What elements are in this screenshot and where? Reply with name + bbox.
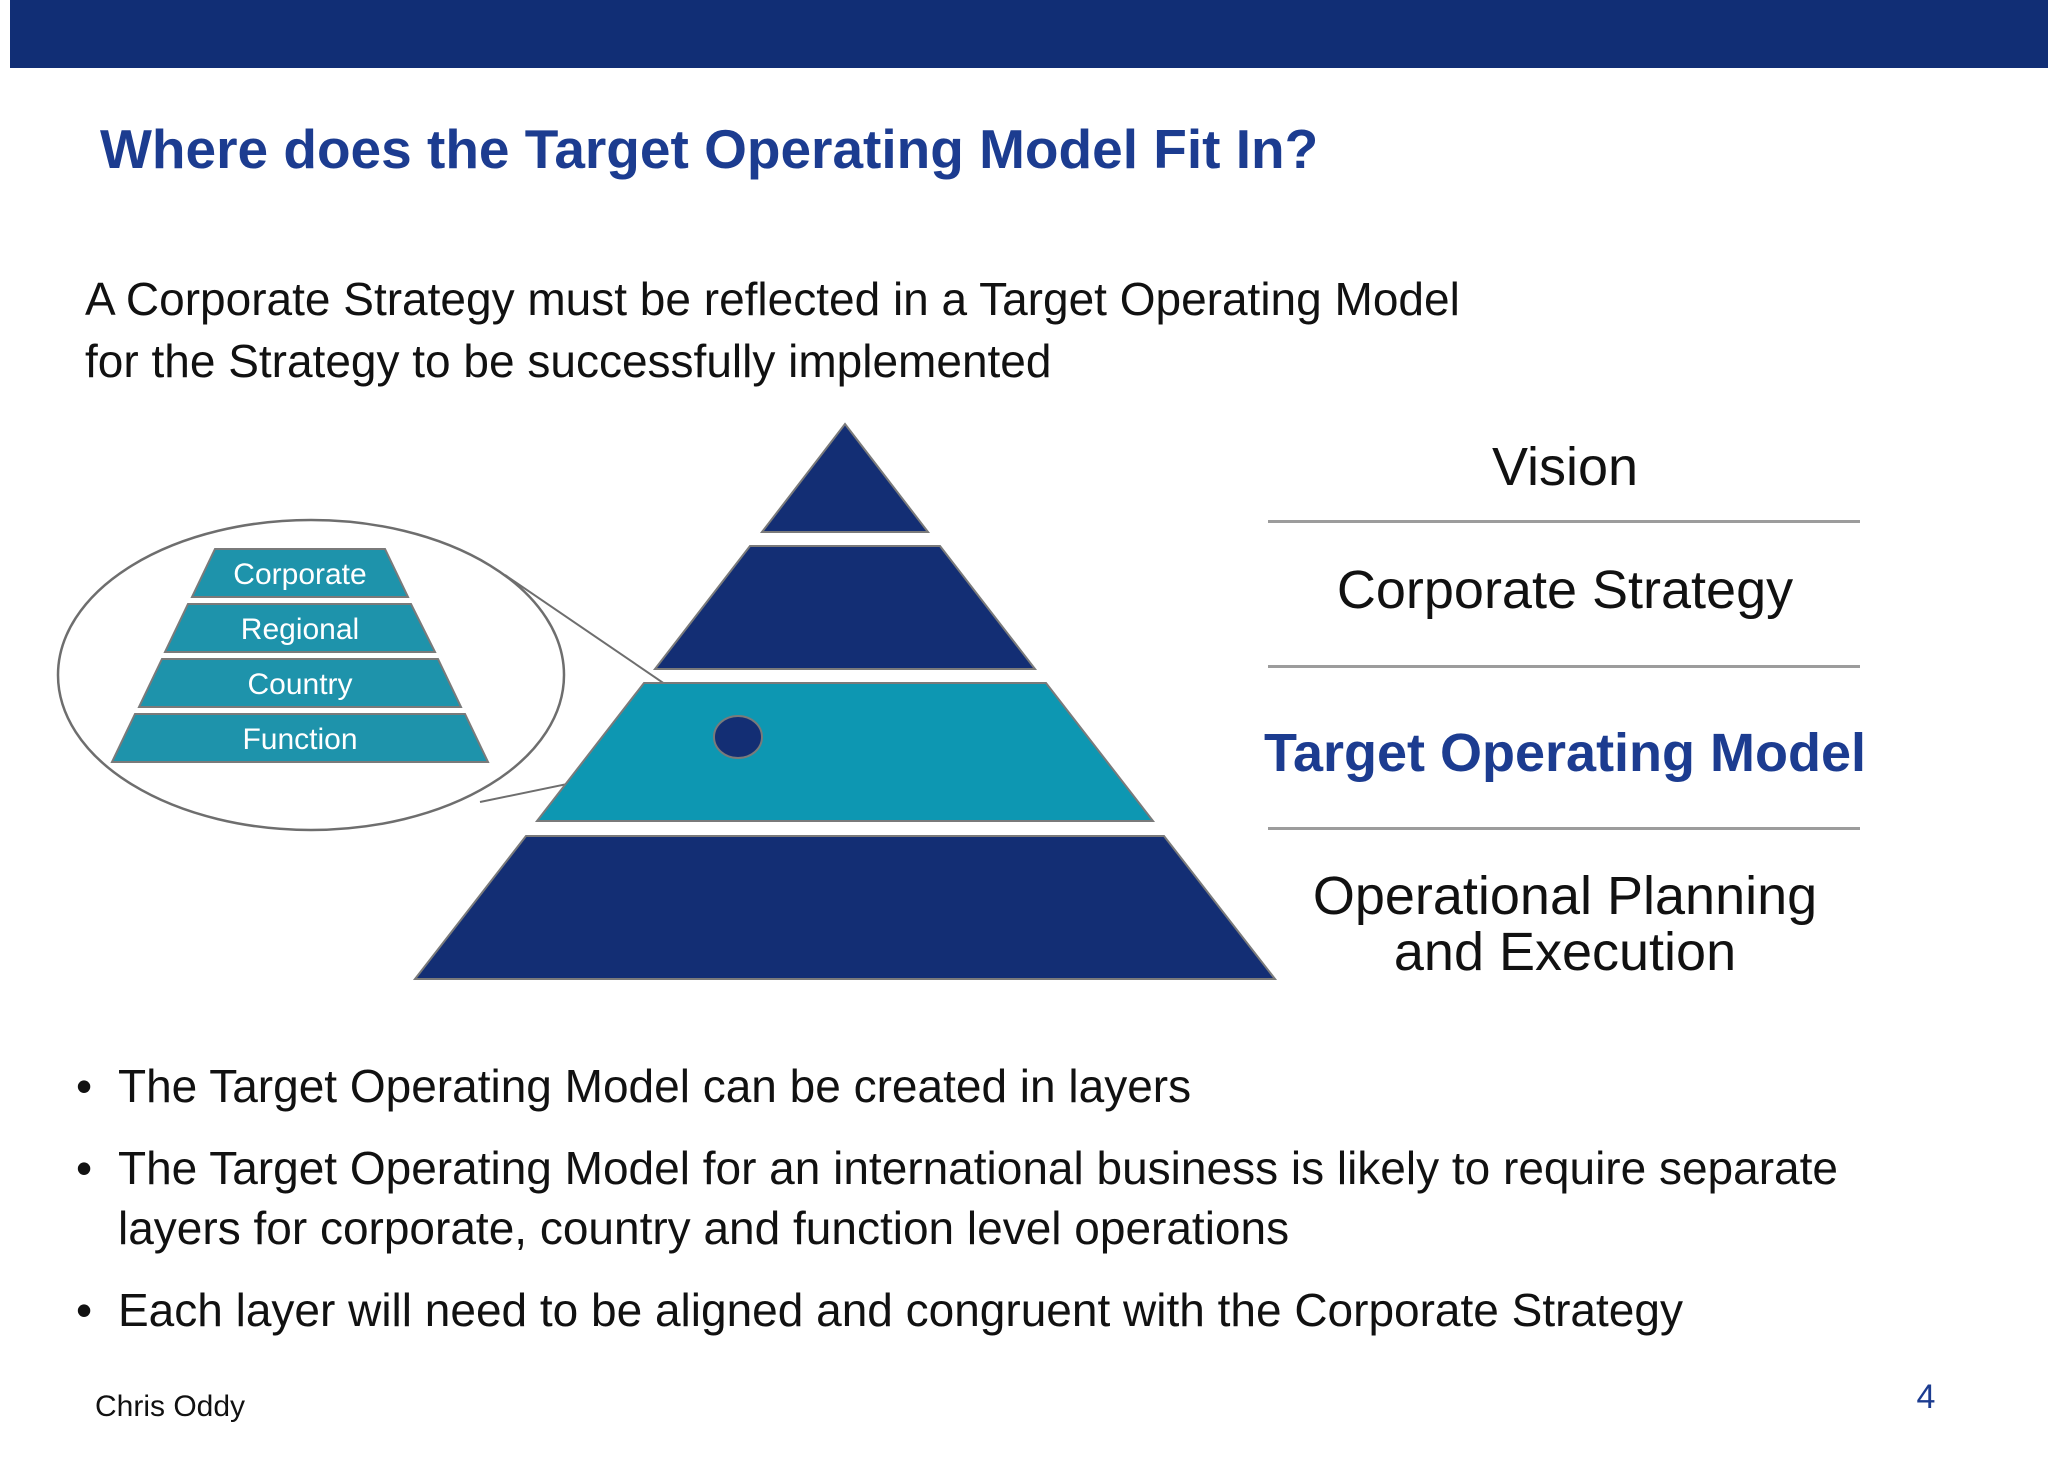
footer-author: Chris Oddy bbox=[95, 1390, 246, 1423]
level-label-vision: Vision bbox=[1491, 437, 1639, 497]
pyramid-level-operational-planning bbox=[412, 835, 1278, 980]
mini-layer-country-label: Country bbox=[247, 668, 352, 701]
separator-line bbox=[1268, 827, 1860, 830]
bullet-item: The Target Operating Model can be create… bbox=[70, 1056, 1900, 1116]
mini-layer-regional bbox=[163, 603, 437, 653]
mini-layer-function-label: Function bbox=[242, 723, 357, 756]
separator-line bbox=[1268, 665, 1860, 668]
bullet-item: The Target Operating Model for an intern… bbox=[70, 1138, 1900, 1258]
bullet-list: The Target Operating Model can be create… bbox=[70, 1056, 1900, 1362]
header-bar bbox=[10, 0, 2048, 68]
magnifier-ellipse bbox=[56, 518, 566, 832]
slide-title: Where does the Target Operating Model Fi… bbox=[100, 117, 1319, 180]
separator-line bbox=[1268, 520, 1860, 523]
intro-text: A Corporate Strategy must be reflected i… bbox=[85, 273, 1460, 388]
mini-layer-corporate-label: Corporate bbox=[233, 558, 366, 591]
pyramid-level-vision bbox=[759, 422, 931, 533]
pyramid-level-target-operating-model bbox=[534, 682, 1156, 822]
mini-layer-country bbox=[137, 658, 463, 708]
level-label-target-operating-model: Target Operating Model bbox=[1263, 723, 1867, 783]
pyramid-level-corporate-strategy bbox=[652, 545, 1038, 670]
mini-layer-corporate bbox=[190, 548, 410, 598]
page-number: 4 bbox=[1916, 1378, 1936, 1416]
level-label-operational-planning: Operational Planning and Execution bbox=[1312, 866, 1818, 982]
mini-layer-function bbox=[110, 713, 490, 763]
bullet-item: Each layer will need to be aligned and c… bbox=[70, 1280, 1900, 1340]
level-label-corporate-strategy: Corporate Strategy bbox=[1336, 560, 1794, 620]
mini-layer-regional-label: Regional bbox=[241, 613, 359, 646]
magnifier-focus-dot bbox=[713, 715, 763, 759]
